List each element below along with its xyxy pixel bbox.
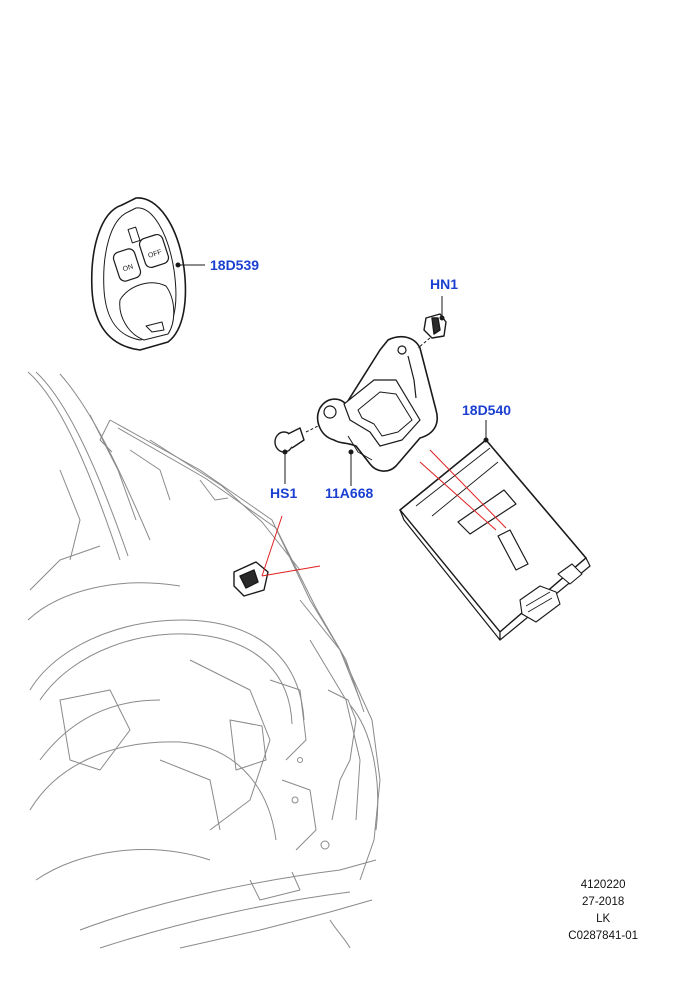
red-leader-lines [261, 449, 507, 577]
callout-clip: HN1 [430, 276, 459, 292]
reference-date: 27-2018 [582, 896, 625, 908]
callout-bracket: 11A668 [325, 485, 374, 501]
reference-initials: LK [596, 913, 611, 925]
vehicle-connector [233, 561, 269, 597]
remote-fob: ON OFF [90, 197, 187, 351]
reference-code: 4120220 [580, 879, 626, 891]
callout-screw: HS1 [270, 485, 298, 501]
fob-off-button-label: OFF [147, 249, 162, 260]
mounting-bracket [316, 335, 438, 472]
fob-on-button-label: ON [122, 263, 134, 273]
screw [274, 425, 319, 453]
vehicle-rear-quarter [27, 371, 381, 949]
drawing-reference: 4120220 27-2018 LK C0287841-01 [568, 877, 638, 945]
callout-module: 18D540 [462, 402, 512, 418]
control-module [399, 439, 591, 641]
callout-remote-fob: 18D539 [210, 257, 260, 273]
reference-drawing-id: C0287841-01 [568, 930, 638, 942]
callout-leaders [175, 262, 489, 486]
